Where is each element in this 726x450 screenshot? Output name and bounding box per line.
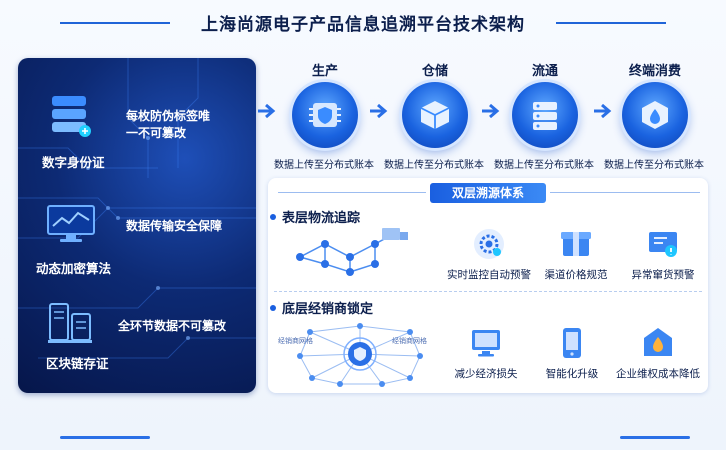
feature-blockchain-evidence-label: 区块链存证 — [46, 356, 109, 371]
dealer-network-graphic — [297, 323, 423, 387]
stage-circulation-icon — [512, 82, 578, 148]
stage-consumption-caption: 数据上传至分布式账本 — [604, 160, 704, 171]
flow-arrow-4 — [594, 104, 612, 118]
bottom-section-bullet — [270, 305, 276, 311]
feature-channel-price-label: 渠道价格规范 — [544, 269, 608, 281]
alert-screen-icon — [649, 232, 677, 257]
gear-monitor-icon — [474, 229, 504, 259]
chip-shield-icon — [309, 103, 341, 127]
surface-section-title: 表层物流追踪 — [282, 211, 361, 226]
monitor-chart-icon — [47, 205, 95, 242]
surface-section-bullet — [270, 214, 276, 220]
tablet-icon — [563, 328, 581, 358]
section-divider — [274, 291, 702, 292]
stage-consumption-title: 终端消费 — [628, 64, 681, 79]
feature-cross-region-alert-label: 异常窜货预警 — [631, 269, 695, 281]
dual-layer-header-line-left — [278, 192, 426, 193]
title-deco-left — [60, 22, 170, 24]
stage-storage-icon — [402, 82, 468, 148]
bottom-deco-right — [620, 436, 690, 439]
dual-layer-panel — [268, 178, 708, 393]
bottom-deco-left — [60, 436, 150, 439]
stage-storage-title: 仓储 — [421, 64, 448, 79]
bag-icon — [642, 101, 668, 129]
flow-arrow-3 — [482, 104, 500, 118]
feature-dynamic-encryption-label: 动态加密算法 — [36, 261, 112, 276]
stage-consumption-icon — [622, 82, 688, 148]
feature-blockchain-evidence-desc: 全环节数据不可篡改 — [118, 319, 227, 333]
flow-arrow-2 — [370, 104, 388, 118]
dual-layer-header-line-right — [550, 192, 700, 193]
box-icon — [420, 101, 450, 129]
feature-dynamic-encryption-desc: 数据传输安全保障 — [126, 219, 223, 233]
feature-digital-id-desc-2: 一不可篡改 — [126, 126, 187, 140]
tech-features-panel: 数字身份证 每枚防伪标签唯 一不可篡改 动态加密算法 数据传输安全保障 区块链存… — [18, 58, 256, 393]
dual-layer-header: 双层溯源体系 — [430, 183, 546, 203]
monitor-icon — [472, 330, 500, 357]
shield-house-icon — [644, 328, 672, 356]
logistics-network-graphic — [296, 228, 408, 276]
dealer-grid-label-right: 经销商网格 — [392, 337, 427, 345]
stage-storage-caption: 数据上传至分布式账本 — [384, 160, 484, 171]
stage-production-title: 生产 — [311, 64, 338, 79]
dealer-grid-label-left: 经销商网格 — [278, 337, 313, 345]
feature-digital-id-desc-1: 每枚防伪标签唯 — [126, 109, 211, 123]
feature-reduce-loss-label: 减少经济损失 — [454, 368, 518, 380]
page-title: 上海尚源电子产品信息追溯平台技术架构 — [201, 15, 525, 35]
stage-production-icon — [292, 82, 358, 148]
feature-realtime-monitor-label: 实时监控自动预警 — [447, 269, 531, 281]
feature-smart-upgrade-label: 智能化升级 — [545, 368, 599, 380]
title-deco-right — [556, 22, 666, 24]
bottom-section-title: 底层经销商锁定 — [282, 302, 374, 317]
stage-production-caption: 数据上传至分布式账本 — [274, 160, 374, 171]
feature-digital-id-label: 数字身份证 — [42, 155, 105, 170]
stage-circulation-title: 流通 — [531, 64, 558, 79]
stage-circulation-caption: 数据上传至分布式账本 — [494, 160, 594, 171]
layers-stack-icon — [52, 96, 91, 137]
server-icon — [533, 102, 557, 130]
server-rack-icon — [48, 303, 92, 343]
flow-arrow-1 — [258, 104, 276, 118]
package-icon — [561, 232, 591, 256]
feature-lower-rights-cost-label: 企业维权成本降低 — [616, 368, 700, 380]
